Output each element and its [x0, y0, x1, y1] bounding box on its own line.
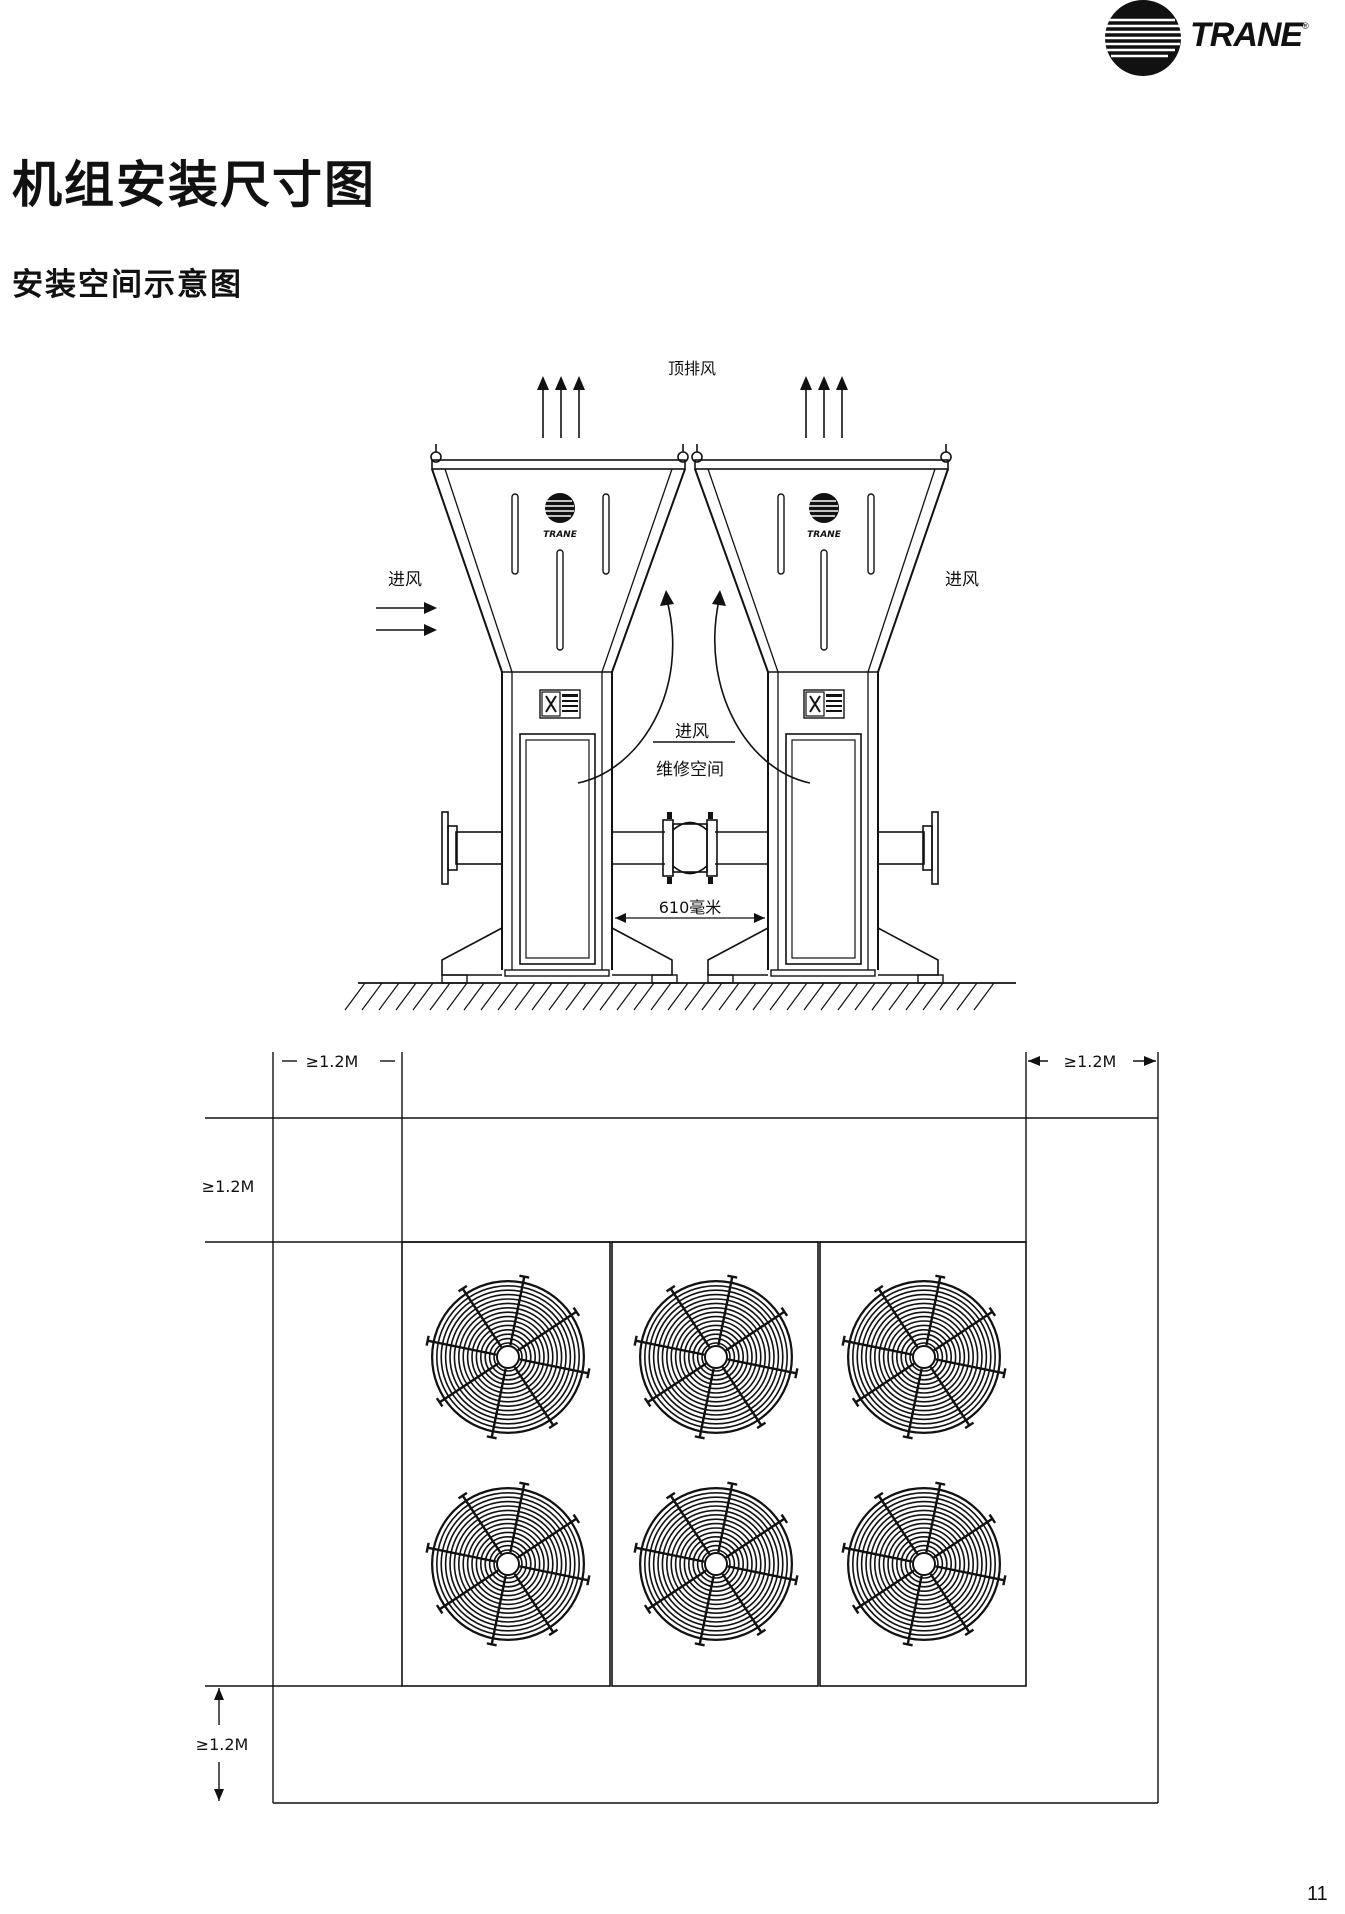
plan-drawing — [205, 1052, 1159, 1804]
clearance-bottom-label: ≥1.2M — [196, 1735, 249, 1754]
ground-line — [344, 982, 1016, 1011]
right-unit: TRANE — [691, 444, 952, 984]
section-title: 安装空间示意图 — [12, 267, 243, 303]
clearance-left-label: ≥1.2M — [202, 1177, 255, 1196]
elevation-drawing: TRANE — [344, 376, 1016, 1011]
inlet-left-label: 进风 — [388, 570, 422, 590]
airflow-arrow-icon — [577, 590, 811, 784]
trane-logo-icon — [545, 493, 575, 523]
brand-name: TRANE® — [1190, 16, 1309, 54]
gap-dimension-label: 610毫米 — [659, 898, 722, 917]
airflow-arrow-icon — [376, 602, 437, 636]
trane-logo-icon — [1104, 0, 1183, 76]
page-title: 机组安装尺寸图 — [12, 156, 376, 214]
fan-grille-icon — [633, 1274, 799, 1440]
service-space-label: 维修空间 — [656, 760, 724, 780]
fan-grille-icon — [841, 1274, 1007, 1440]
unit-module — [819, 1241, 1027, 1687]
warning-label-icon — [803, 689, 845, 719]
trane-logo-icon — [809, 493, 839, 523]
clearance-top-left-label: ≥1.2M — [306, 1052, 359, 1071]
fan-grille-icon — [633, 1481, 799, 1647]
warning-label-icon — [539, 689, 581, 719]
unit-module — [611, 1241, 819, 1687]
brand-mark: ® — [1302, 21, 1309, 31]
airflow-arrow-icon — [800, 376, 848, 438]
unit-module — [401, 1241, 611, 1687]
fan-grille-icon — [425, 1274, 591, 1440]
fan-grille-icon — [425, 1481, 591, 1647]
center-inlet-label: 进风 — [675, 722, 709, 742]
inlet-right-label: 进风 — [945, 570, 979, 590]
fan-grille-icon — [841, 1481, 1007, 1647]
unit-logo-text: TRANE — [807, 530, 842, 540]
top-discharge-label: 顶排风 — [668, 359, 716, 378]
fan-module-grid — [401, 1241, 1027, 1687]
brand-name-text: TRANE — [1190, 16, 1303, 54]
clearance-top-right-label: ≥1.2M — [1064, 1052, 1117, 1071]
page-number: 11 — [1307, 1883, 1328, 1905]
airflow-arrow-icon — [537, 376, 585, 438]
connecting-pipe — [612, 812, 768, 884]
left-unit: TRANE — [430, 444, 689, 984]
gap-dimension — [615, 913, 765, 923]
unit-logo-text: TRANE — [543, 530, 578, 540]
